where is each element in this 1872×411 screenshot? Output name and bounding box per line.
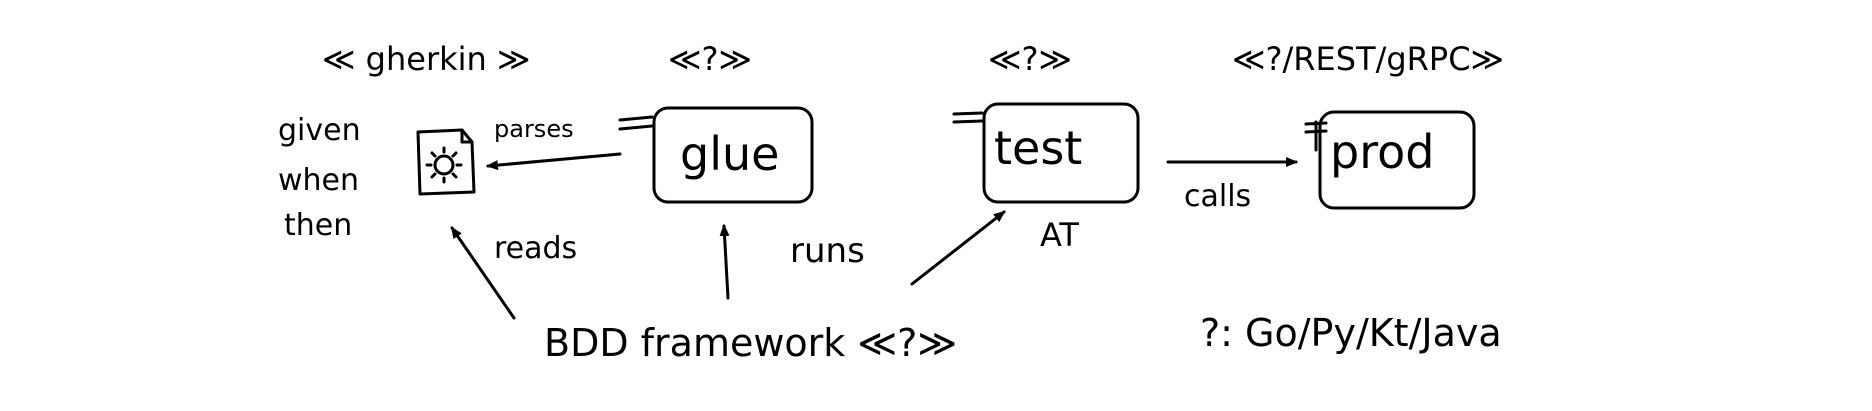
stereotype-gherkin: ≪ gherkin ≫ (322, 40, 530, 78)
test-box-label: test (994, 121, 1082, 175)
test-box: test (952, 102, 1140, 204)
framework-to-glue-arrow (719, 224, 730, 300)
prod-box-label: prod (1330, 125, 1434, 179)
stereotype-test: ≪?≫ (988, 40, 1072, 78)
reads-arrow (450, 226, 516, 320)
parses-arrow (486, 152, 622, 171)
prod-box: prod (1304, 110, 1476, 210)
calls-label: calls (1184, 179, 1251, 214)
parses-label: parses (494, 115, 574, 143)
languages-note: ?: Go/Py/Kt/Java (1200, 311, 1502, 355)
runs-arrow (910, 210, 1006, 286)
runs-label: runs (790, 231, 865, 271)
reads-label: reads (494, 231, 577, 266)
keyword-when: when (278, 163, 359, 198)
feature-file-icon (416, 128, 476, 196)
keyword-then: then (284, 208, 352, 243)
test-tag: AT (1040, 216, 1079, 254)
glue-box-label: glue (680, 127, 779, 181)
stereotype-prod: ≪?/REST/gRPC≫ (1232, 40, 1504, 78)
stereotype-glue: ≪?≫ (668, 40, 752, 78)
keyword-given: given (278, 113, 361, 148)
glue-box: glue (618, 106, 814, 204)
framework-label: BDD framework ≪?≫ (544, 321, 957, 365)
